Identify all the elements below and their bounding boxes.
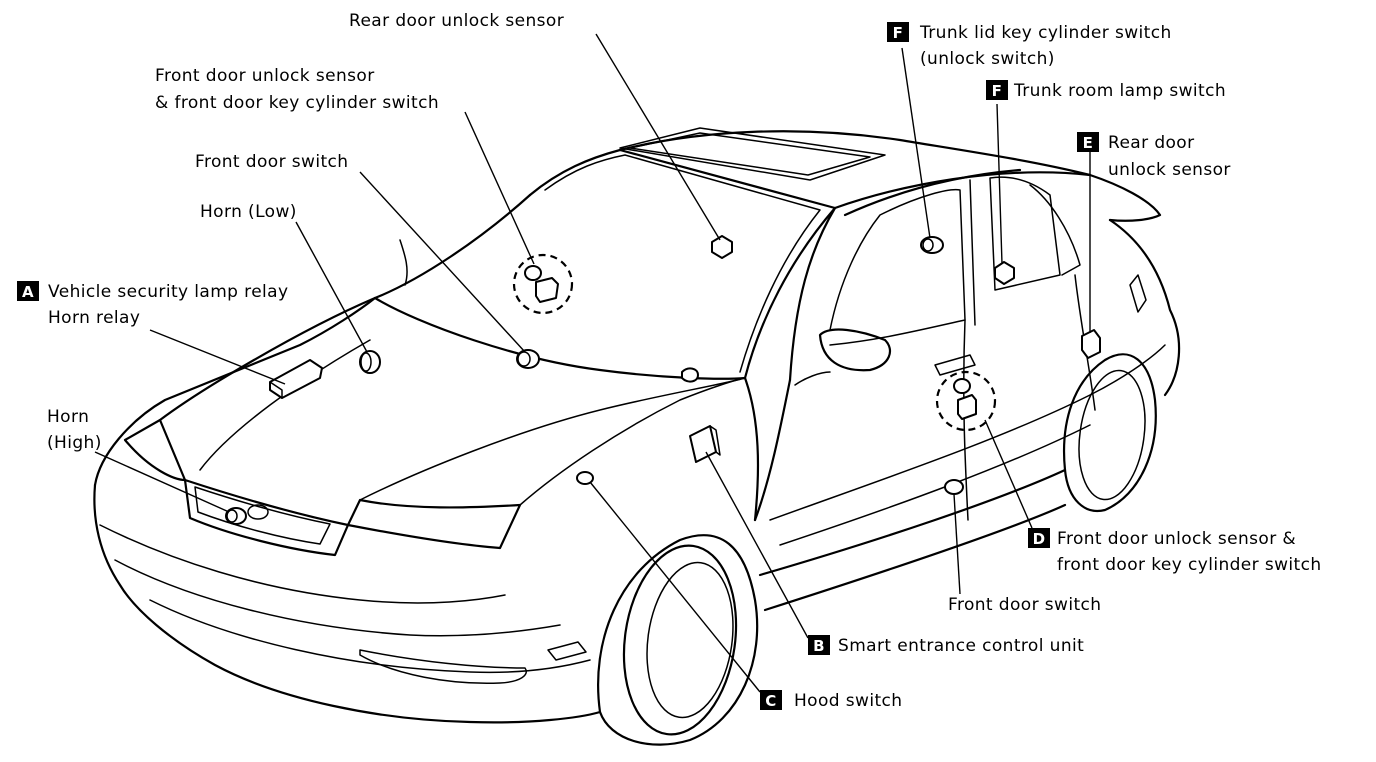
component-markers — [225, 235, 1101, 525]
label-vehicle-security-lamp-relay: Vehicle security lamp relay — [48, 282, 288, 302]
front-door-switch-side-part — [944, 479, 964, 495]
vehicle-security-lamp-relay-part — [269, 359, 323, 399]
label-front-door-unlock-sensor-top-line1: Front door unlock sensor — [155, 66, 375, 86]
front-door-switch-top-part — [516, 349, 540, 369]
badge-f-trunk-lid-letter: F — [893, 24, 904, 42]
label-trunk-room-lamp-switch: Trunk room lamp switch — [1013, 81, 1226, 101]
front-door-unlock-sensor-top-part — [512, 253, 574, 315]
label-trunk-lid-key-cylinder-switch: Trunk lid key cylinder switch — [919, 23, 1172, 43]
badge-e-letter: E — [1083, 134, 1094, 152]
label-rear-door-side-line1: Rear door — [1108, 133, 1195, 153]
label-horn-high-line1: Horn — [47, 407, 89, 427]
label-smart-entrance-control-unit: Smart entrance control unit — [838, 636, 1084, 656]
label-rear-door-side-line2: unlock sensor — [1108, 160, 1231, 180]
label-horn-high-line2: (High) — [47, 433, 102, 453]
badge-a-letter: A — [22, 283, 34, 301]
badge-c — [760, 690, 782, 710]
label-rear-door-unlock-sensor-top: Rear door unlock sensor — [349, 11, 564, 31]
horn-high-part — [225, 507, 247, 525]
badge-b — [808, 635, 830, 655]
label-front-door-switch-top: Front door switch — [195, 152, 348, 172]
label-hood-switch: Hood switch — [794, 691, 902, 711]
badge-c-letter: C — [765, 692, 776, 710]
leader-lines — [94, 33, 1091, 693]
badge-f-trunk-room-letter: F — [992, 82, 1003, 100]
badge-d — [1028, 528, 1050, 548]
trunk-lid-key-cylinder-part — [920, 236, 944, 254]
smart-entrance-control-unit-part — [689, 425, 721, 463]
label-horn-low: Horn (Low) — [200, 202, 297, 222]
front-door-unlock-sensor-side-part — [935, 370, 997, 432]
label-front-door-unlock-sensor-top-line2: & front door key cylinder switch — [155, 93, 439, 113]
trunk-room-lamp-switch-part — [994, 261, 1015, 285]
hood-switch-part — [576, 367, 699, 485]
horn-low-part — [359, 350, 381, 374]
badge-f-trunk-room — [986, 80, 1008, 100]
badge-f-trunk-lid — [887, 22, 909, 42]
badge-a — [17, 281, 39, 301]
label-unlock-switch: (unlock switch) — [920, 49, 1055, 69]
callout-labels: Rear door unlock sensor Front door unloc… — [17, 11, 1322, 711]
badge-b-letter: B — [813, 637, 825, 655]
rear-door-unlock-sensor-top-part — [711, 235, 733, 259]
label-horn-relay: Horn relay — [48, 308, 140, 328]
badge-d-letter: D — [1033, 530, 1046, 548]
rear-door-unlock-sensor-side-part — [1081, 329, 1101, 359]
label-front-door-unlock-sensor-side-line2: front door key cylinder switch — [1057, 555, 1322, 575]
badge-e — [1077, 132, 1099, 152]
label-front-door-unlock-sensor-side-line1: Front door unlock sensor & — [1057, 529, 1296, 549]
label-front-door-switch-side: Front door switch — [948, 595, 1101, 615]
